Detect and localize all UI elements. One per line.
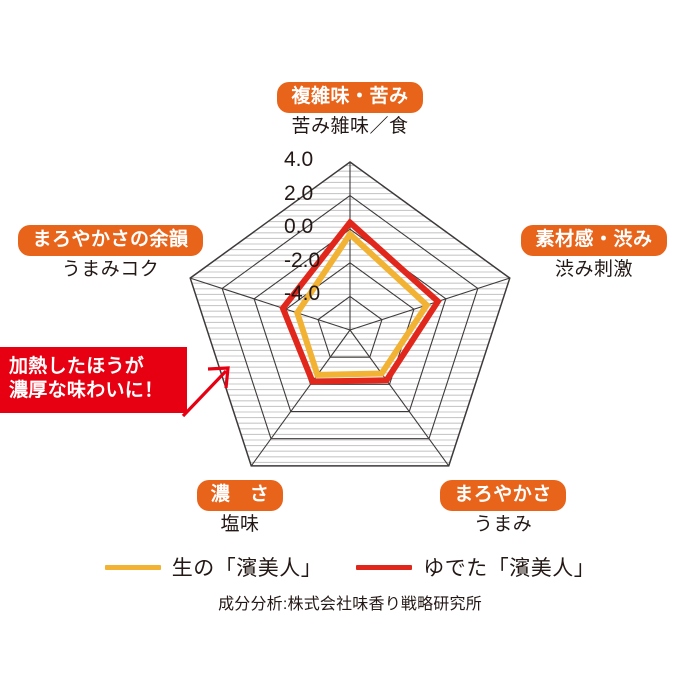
axis-label-richness: 濃 さ 塩味 xyxy=(140,480,340,536)
axis-sublabel-mellowness: うまみ xyxy=(473,513,533,535)
series-polygon xyxy=(279,218,442,385)
axis-badge-mellowness: まろやかさ xyxy=(440,480,566,511)
legend-swatch-boiled xyxy=(356,564,413,570)
legend-label-boiled: ゆでた「濱美人」 xyxy=(423,557,596,580)
legend-item-boiled: ゆでた「濱美人」 xyxy=(356,552,595,582)
legend-swatch-raw xyxy=(104,564,161,570)
radar-grid-spokes xyxy=(190,162,510,467)
radar-grid-rings xyxy=(189,161,511,467)
axis-label-complexity-bitterness: 複雑味・苦み 苦み雑味／食 xyxy=(0,82,700,138)
tick-label-2: 2.0 xyxy=(284,181,314,205)
radar-series-polygons xyxy=(279,218,442,385)
legend-item-raw: 生の「濱美人」 xyxy=(104,552,323,582)
tick-label-neg4: -4.0 xyxy=(284,282,321,306)
analysis-credit: 成分分析:株式会社味香り戦略研究所 xyxy=(218,596,482,613)
series-polygon xyxy=(293,229,431,378)
callout-line-1: 加熱したほうが xyxy=(9,356,145,377)
axis-sublabel-material-astringency: 渋み刺激 xyxy=(554,258,633,280)
axis-label-mellow-aftertaste: まろやかさの余韻 うまみコク xyxy=(8,225,213,281)
tick-label-0: 0.0 xyxy=(284,215,314,239)
legend-label-raw: 生の「濱美人」 xyxy=(171,557,323,580)
axis-sublabel-richness: 塩味 xyxy=(220,513,260,535)
axis-label-mellowness: まろやかさ うまみ xyxy=(398,480,608,536)
axis-label-material-astringency: 素材感・渋み 渋み刺激 xyxy=(494,225,694,281)
arrow-up-right-icon xyxy=(181,366,230,418)
axis-badge-richness: 濃 さ xyxy=(196,480,284,511)
axis-badge-mellow-aftertaste: まろやかさの余韻 xyxy=(18,225,203,256)
callout-line-2: 濃厚な味わいに！ xyxy=(9,380,164,402)
axis-sublabel-mellow-aftertaste: うまみコク xyxy=(61,258,160,280)
chart-legend: 生の「濱美人」 ゆでた「濱美人」 xyxy=(0,552,700,582)
tick-label-neg2: -2.0 xyxy=(284,248,321,272)
axis-sublabel-complexity-bitterness: 苦み雑味／食 xyxy=(291,115,409,137)
tick-label-4: 4.0 xyxy=(284,148,314,171)
axis-badge-complexity-bitterness: 複雑味・苦み xyxy=(277,82,423,113)
axis-badge-material-astringency: 素材感・渋み xyxy=(521,225,667,256)
callout-box: 加熱したほうが 濃厚な味わいに！ xyxy=(0,347,187,413)
